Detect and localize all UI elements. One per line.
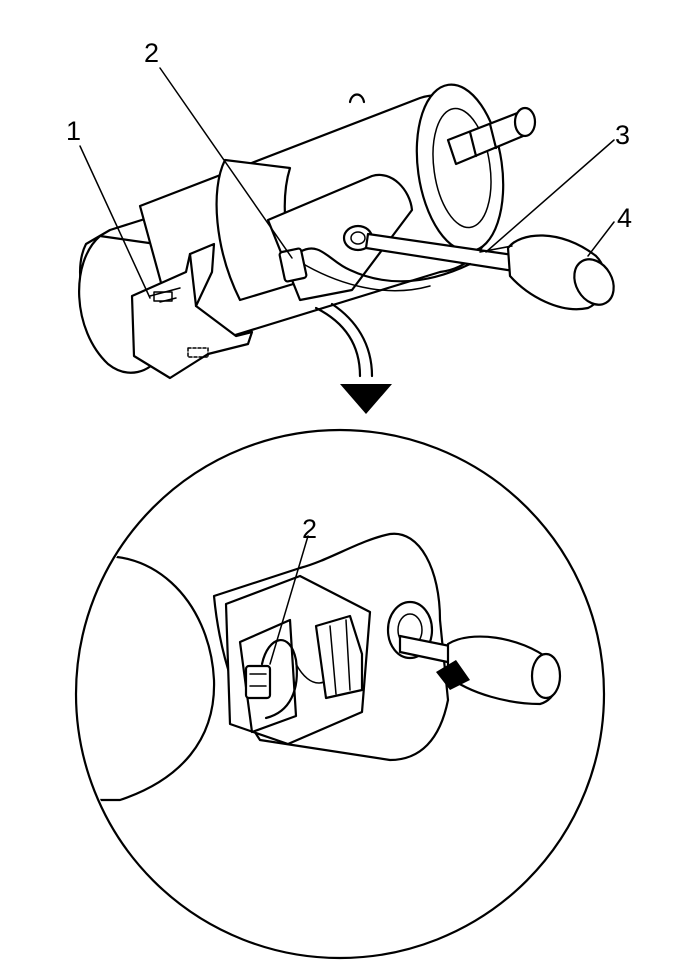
steering-column <box>78 83 615 380</box>
leader-lines <box>79 67 615 299</box>
callout-4: 4 <box>617 203 633 233</box>
callout-2: 2 <box>144 38 160 68</box>
callout-3: 3 <box>615 120 631 150</box>
callout-1: 1 <box>66 116 82 146</box>
detail-view <box>74 428 606 960</box>
curved-arrow-icon <box>314 302 392 414</box>
callout-2-detail: 2 <box>302 514 318 544</box>
